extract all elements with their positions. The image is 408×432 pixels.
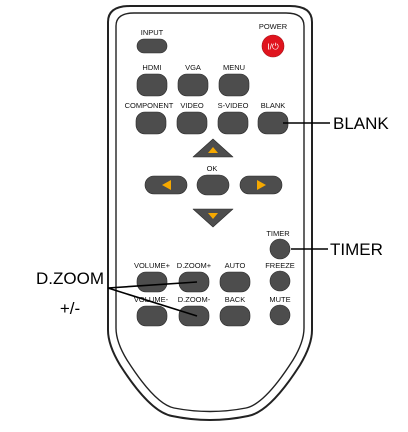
hdmi-button[interactable] [136, 73, 168, 97]
menu-label: MENU [223, 63, 245, 72]
mute-button[interactable] [269, 304, 291, 326]
component-label: COMPONENT [125, 101, 174, 110]
video-label: VIDEO [180, 101, 204, 110]
dzoom-minus-label: D.ZOOM- [178, 295, 211, 304]
dzoom-plus-leader-line [107, 281, 198, 289]
timer-label: TIMER [266, 229, 290, 238]
volume-minus-label: VOLUME- [134, 295, 169, 304]
freeze-label: FREEZE [265, 261, 295, 270]
blank-callout: BLANK [333, 114, 389, 133]
dzoom-plus-label: D.ZOOM+ [177, 261, 212, 270]
left-arrow-icon [162, 180, 171, 190]
ok-label: OK [207, 164, 218, 173]
back-button[interactable] [219, 305, 251, 327]
timer-callout: TIMER [330, 240, 383, 259]
dzoom-callout-line1: D.ZOOM [36, 269, 104, 288]
mute-label: MUTE [269, 295, 290, 304]
input-label: INPUT [141, 28, 164, 37]
component-button[interactable] [135, 111, 167, 135]
menu-button[interactable] [218, 73, 250, 97]
down-arrow-icon [208, 213, 218, 219]
up-arrow-icon [208, 147, 218, 153]
volume-minus-button[interactable] [136, 305, 168, 327]
input-button[interactable] [136, 38, 168, 54]
dzoom-callout-line2: +/- [60, 299, 80, 318]
dzoom-minus-leader-line [107, 287, 198, 317]
vga-button[interactable] [177, 73, 209, 97]
vga-label: VGA [185, 63, 201, 72]
volume-plus-button[interactable] [136, 271, 168, 293]
power-symbol: I/⏻ [267, 42, 279, 52]
back-label: BACK [225, 295, 245, 304]
power-button[interactable] [261, 34, 285, 58]
svideo-button[interactable] [217, 111, 249, 135]
auto-label: AUTO [225, 261, 246, 270]
blank-label: BLANK [261, 101, 286, 110]
dzoom-minus-button[interactable] [178, 305, 210, 327]
freeze-button[interactable] [269, 270, 291, 292]
svideo-label: S-VIDEO [218, 101, 249, 110]
auto-button[interactable] [219, 271, 251, 293]
volume-plus-label: VOLUME+ [134, 261, 171, 270]
hdmi-label: HDMI [142, 63, 161, 72]
right-arrow-icon [257, 180, 266, 190]
ok-button[interactable] [196, 174, 230, 196]
video-button[interactable] [176, 111, 208, 135]
power-label: POWER [259, 22, 288, 31]
timer-button[interactable] [269, 238, 291, 260]
